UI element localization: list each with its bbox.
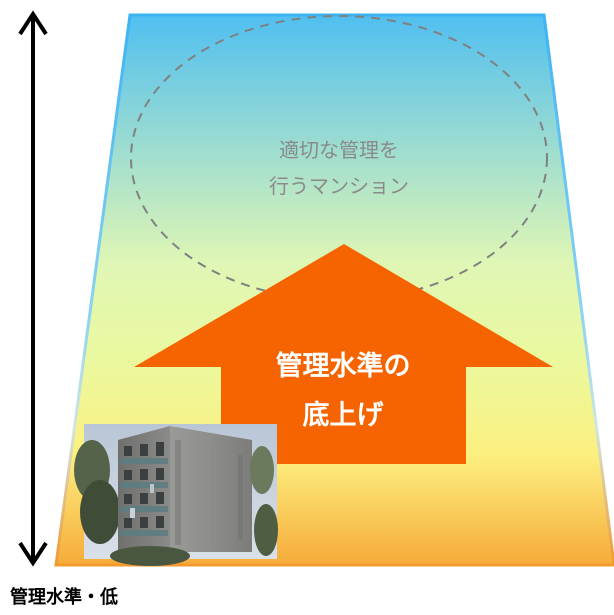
ellipse-label-line2: 行うマンション [269,174,409,198]
ellipse-label-line1: 適切な管理を [279,138,399,162]
arrow-label-line1: 管理水準の [276,350,411,382]
vertical-double-arrow [18,10,48,567]
up-arrow [134,244,553,464]
bottom-label: 管理水準・低 [10,587,118,608]
arrow-label-line2: 底上げ [303,399,385,431]
building-photo [74,424,278,566]
